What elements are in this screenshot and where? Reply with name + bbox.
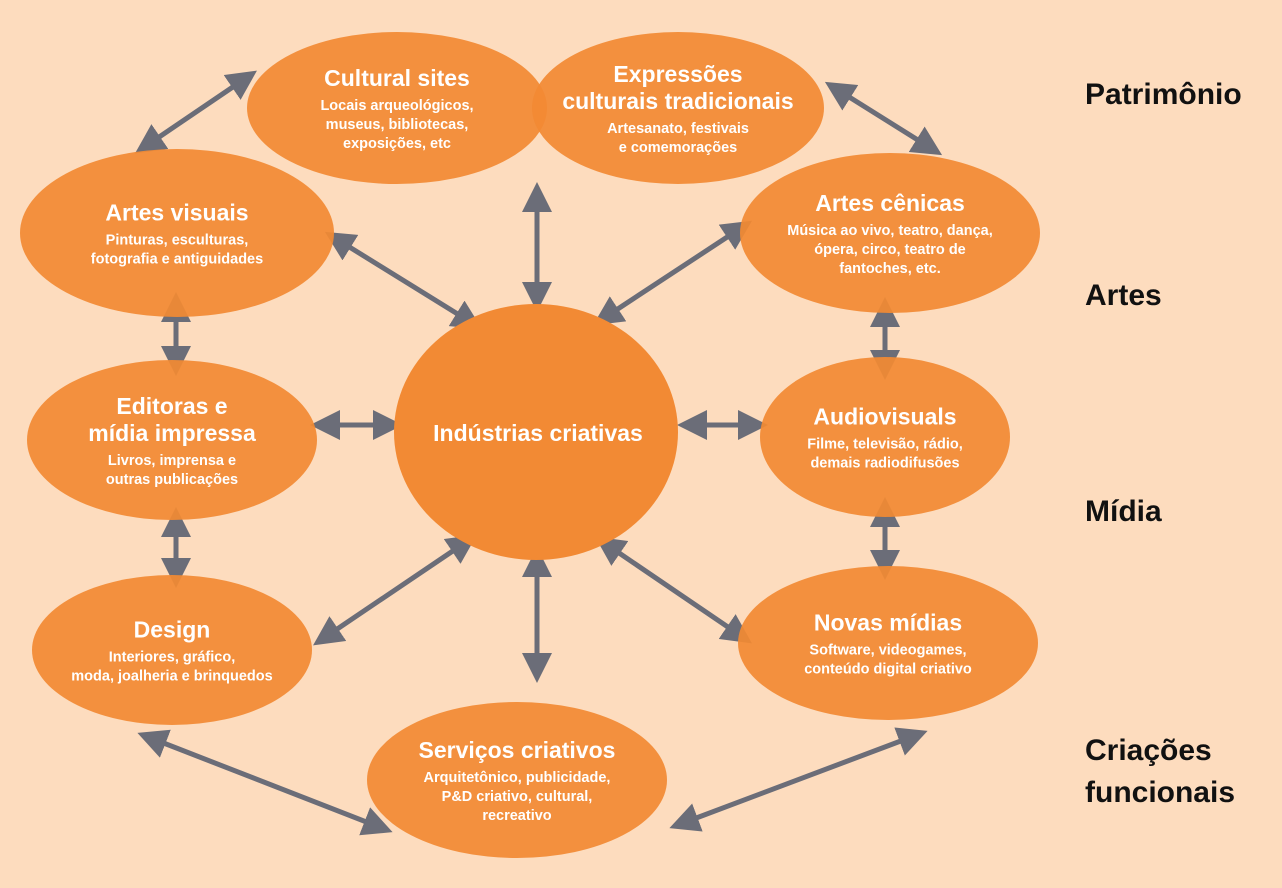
double-arrow-icon — [135, 70, 257, 154]
node-subtitle: outras publicações — [106, 472, 238, 488]
node-subtitle: museus, bibliotecas, — [326, 117, 469, 133]
category-label: Patrimônio — [1085, 78, 1242, 111]
node-subtitle: moda, joalheria e brinquedos — [71, 669, 272, 685]
node-title: Expressões — [613, 61, 742, 87]
node-title: Serviços criativos — [419, 737, 616, 763]
node-subtitle: ópera, circo, teatro de — [814, 242, 966, 258]
node-subtitle: Interiores, gráfico, — [109, 650, 236, 666]
double-arrow-icon — [669, 727, 928, 832]
node-subtitle: Filme, televisão, rádio, — [807, 437, 963, 453]
node-subtitle: demais radiodifusões — [810, 456, 959, 472]
node-subtitle: e comemorações — [619, 140, 737, 156]
double-arrow-icon — [324, 231, 483, 330]
double-arrow-icon — [137, 729, 393, 836]
category-label: funcionais — [1085, 776, 1235, 809]
node-title: mídia impressa — [88, 420, 256, 446]
node-subtitle: P&D criativo, cultural, — [442, 789, 593, 805]
category-label: Artes — [1085, 279, 1162, 312]
double-arrow-icon — [824, 81, 943, 156]
node-subtitle: fotografia e antiguidades — [91, 252, 263, 268]
node-subtitle: Pinturas, esculturas, — [106, 233, 249, 249]
category-label: Criações — [1085, 734, 1212, 767]
category-label: Mídia — [1085, 495, 1162, 528]
node-subtitle: Software, videogames, — [809, 643, 966, 659]
node-subtitle: conteúdo digital criativo — [804, 662, 972, 678]
node-title: Editoras e — [116, 393, 227, 419]
node-industrias-criativas: Indústrias criativas — [394, 304, 678, 560]
double-arrow-icon — [595, 536, 752, 644]
double-arrow-icon — [592, 220, 753, 326]
node-title: Design — [134, 617, 211, 643]
double-arrow-icon — [313, 534, 477, 646]
node-subtitle: Livros, imprensa e — [108, 453, 236, 469]
node-subtitle: Arquitetônico, publicidade, — [424, 770, 611, 786]
node-title: Artes cênicas — [815, 190, 965, 216]
node-title: culturais tradicionais — [562, 88, 793, 114]
node-subtitle: Música ao vivo, teatro, dança, — [787, 223, 993, 239]
node-subtitle: recreativo — [482, 808, 551, 824]
node-subtitle: Artesanato, festivais — [607, 121, 749, 137]
node-subtitle: exposições, etc — [343, 136, 451, 152]
node-title: Novas mídias — [814, 610, 962, 636]
node-subtitle: fantoches, etc. — [839, 261, 941, 277]
node-subtitle: Locais arqueológicos, — [320, 98, 473, 114]
node-title: Artes visuais — [105, 200, 248, 226]
center-title: Indústrias criativas — [433, 420, 643, 446]
node-title: Cultural sites — [324, 65, 470, 91]
node-title: Audiovisuals — [813, 404, 956, 430]
